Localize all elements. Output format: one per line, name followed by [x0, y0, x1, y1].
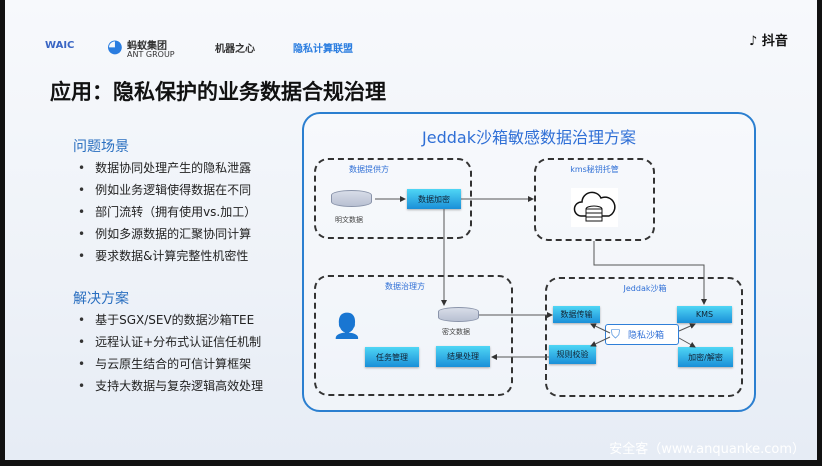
user-icon: 👤 — [332, 312, 362, 340]
douyin-logo: ♪ 抖音 — [749, 34, 788, 49]
list-item: 部门流转（拥有使用vs.加工） — [78, 203, 256, 220]
ant-logo-cn: 蚂蚁集团 — [127, 41, 167, 52]
kms-node: KMS — [677, 306, 732, 323]
list-item: 基于SGX/SEV的数据沙箱TEE — [78, 311, 254, 328]
sandbox-group — [545, 277, 743, 397]
sandbox-label: Jeddak沙箱 — [623, 284, 667, 293]
ant-icon: ◕ — [107, 36, 123, 57]
privacy-alliance-logo: 隐私计算联盟 — [293, 44, 353, 55]
list-item: 数据协同处理产生的隐私泄露 — [78, 159, 251, 176]
list-item: 与云原生结合的可信计算框架 — [78, 355, 251, 372]
diagram-title: Jeddak沙箱敏感数据治理方案 — [422, 128, 636, 147]
douyin-label: 抖音 — [761, 34, 788, 49]
encrypt-node: 数据加密 — [407, 189, 461, 209]
kms-host-label: kms秘钥托管 — [570, 165, 619, 174]
waic-logo: WAIC — [45, 40, 75, 51]
list-item: 要求数据&计算完整性机密性 — [78, 247, 248, 264]
kms-host-group — [534, 158, 655, 241]
shield-icon: ⛉ — [611, 327, 621, 341]
plain-data-label: 明文数据 — [335, 216, 363, 224]
list-item: 远程认证+分布式认证信任机制 — [78, 333, 261, 350]
privacy-sandbox-node: ⛉ 隐私沙箱 — [605, 324, 679, 345]
solutions-heading: 解决方案 — [73, 291, 129, 307]
task-node: 任务管理 — [365, 347, 419, 367]
diagram-connectors — [375, 196, 707, 360]
result-node: 结果处理 — [436, 346, 490, 367]
ant-logo-en: ANT GROUP — [127, 50, 175, 59]
cipher-data-label: 密文数据 — [442, 328, 470, 336]
cloud-database-icon — [571, 188, 618, 227]
crypto-node: 加密/解密 — [678, 347, 733, 367]
jiqi-logo: 机器之心 — [215, 44, 255, 55]
slide: WAIC ◕ 蚂蚁集团 ANT GROUP 机器之心 隐私计算联盟 ♪ 抖音 应… — [5, 0, 817, 460]
governor-group — [314, 275, 513, 396]
list-item: 例如多源数据的汇聚协同计算 — [78, 225, 251, 242]
list-item: 例如业务逻辑使得数据在不同 — [78, 181, 251, 198]
page-title: 应用：隐私保护的业务数据合规治理 — [50, 80, 386, 104]
governor-label: 数据治理方 — [385, 282, 425, 291]
watermark: 安全客（www.anquanke.com） — [609, 442, 805, 457]
privacy-sandbox-label: 隐私沙箱 — [628, 331, 665, 341]
provider-label: 数据提供方 — [349, 165, 389, 174]
cipher-data-database-icon — [438, 307, 479, 322]
transfer-node: 数据传输 — [553, 306, 600, 323]
problems-heading: 问题场景 — [73, 139, 129, 155]
rule-check-node: 规则校验 — [549, 345, 596, 364]
plain-data-database-icon — [331, 190, 372, 207]
list-item: 支持大数据与复杂逻辑高效处理 — [78, 377, 263, 394]
